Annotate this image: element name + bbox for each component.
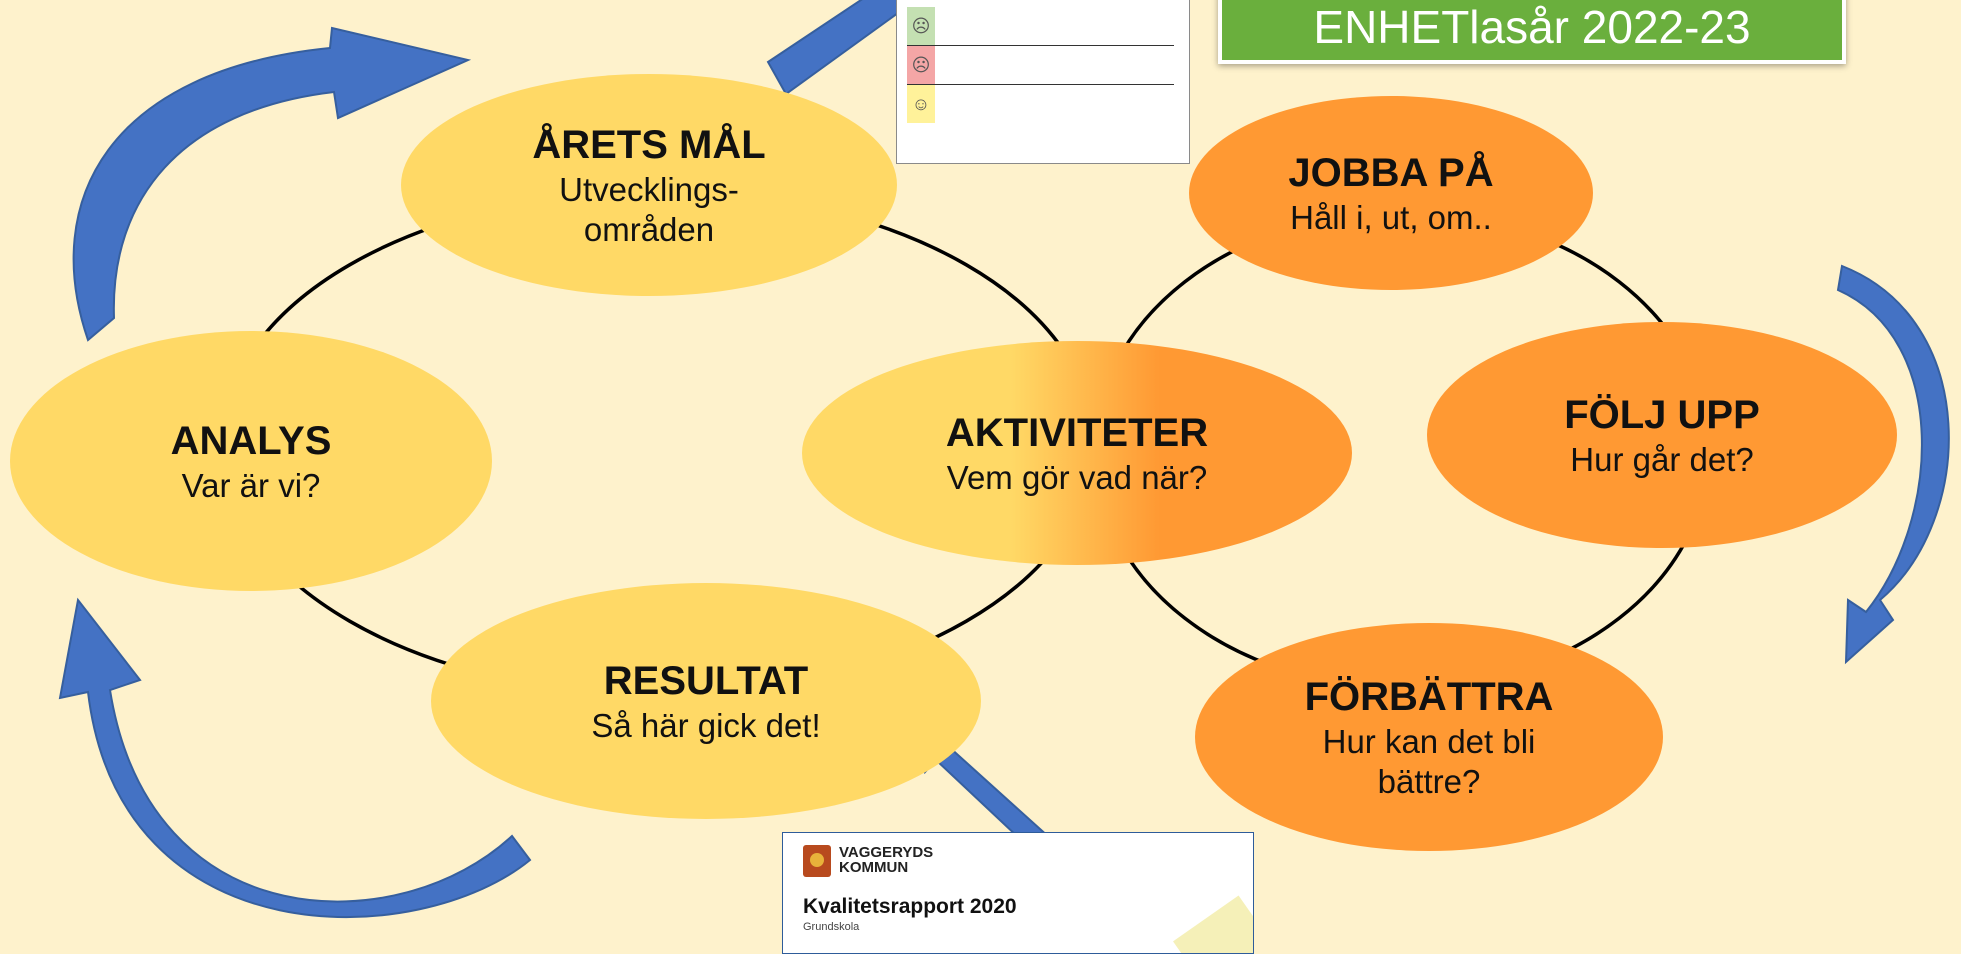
node-folj-upp: FÖLJ UPP Hur går det?: [1427, 322, 1897, 548]
arrow-folj-upp-to-forbattra-icon: [1836, 264, 1950, 665]
banner-text: ENHETlasår 2022-23: [1313, 1, 1751, 53]
arrow-resultat-to-analys-icon: [58, 597, 532, 919]
node-resultat-title: RESULTAT: [603, 659, 809, 703]
node-resultat-sub: Så här gick det!: [591, 707, 821, 744]
plan-doc-row-red: ☹: [907, 46, 1174, 85]
node-analys-title: ANALYS: [170, 419, 332, 463]
node-folj-upp-sub: Hur går det?: [1570, 441, 1754, 478]
node-jobba-pa: JOBBA PÅ Håll i, ut, om..: [1189, 96, 1593, 290]
node-arets-mal-sub-1: Utvecklings-: [559, 171, 739, 208]
node-arets-mal-sub-2: områden: [583, 211, 715, 248]
plan-document-thumbnail: ☹ ☹ ☺: [896, 0, 1190, 164]
node-resultat: RESULTAT Så här gick det!: [431, 583, 981, 819]
plan-doc-row-green: ☹: [907, 7, 1174, 46]
node-aktiviteter-title: AKTIVITETER: [945, 411, 1209, 455]
node-forbattra: FÖRBÄTTRA Hur kan det bli bättre?: [1195, 623, 1663, 851]
node-arets-mal: ÅRETS MÅL Utvecklings- områden: [401, 74, 897, 296]
smiley-face-icon: ☺: [907, 85, 935, 123]
sad-face-icon: ☹: [907, 46, 935, 84]
node-jobba-pa-sub: Håll i, ut, om..: [1290, 199, 1492, 236]
arrow-analys-to-mal-icon: [72, 26, 472, 342]
municipality-logo-icon: [803, 845, 831, 877]
node-folj-upp-title: FÖLJ UPP: [1564, 393, 1760, 437]
quality-report-thumbnail: VAGGERYDS KOMMUN Kvalitetsrapport 2020 G…: [782, 832, 1254, 954]
node-aktiviteter: AKTIVITETER Vem gör vad när?: [802, 341, 1352, 565]
node-jobba-pa-title: JOBBA PÅ: [1288, 151, 1494, 195]
node-arets-mal-title: ÅRETS MÅL: [532, 123, 766, 167]
municipality-name-1: VAGGERYDS: [839, 844, 934, 861]
plan-doc-text-lines: [907, 0, 1177, 1]
node-forbattra-sub-1: Hur kan det bli: [1322, 723, 1536, 760]
node-forbattra-title: FÖRBÄTTRA: [1304, 675, 1554, 719]
node-analys-sub: Var är vi?: [181, 467, 321, 504]
arrow-to-plan-doc-icon: [766, 0, 918, 96]
report-subtitle: Grundskola: [803, 921, 860, 933]
neutral-face-icon: ☹: [907, 7, 935, 45]
node-aktiviteter-sub: Vem gör vad när?: [946, 459, 1208, 496]
plan-doc-row-yellow: ☺: [907, 85, 1174, 123]
report-corner-decoration: [1173, 895, 1253, 953]
report-title: Kvalitetsrapport 2020: [803, 895, 1017, 918]
title-banner: ENHETlasår 2022-23: [1218, 0, 1846, 64]
node-forbattra-sub-2: bättre?: [1377, 763, 1481, 800]
node-analys: ANALYS Var är vi?: [10, 331, 492, 591]
municipality-name-2: KOMMUN: [839, 859, 909, 876]
